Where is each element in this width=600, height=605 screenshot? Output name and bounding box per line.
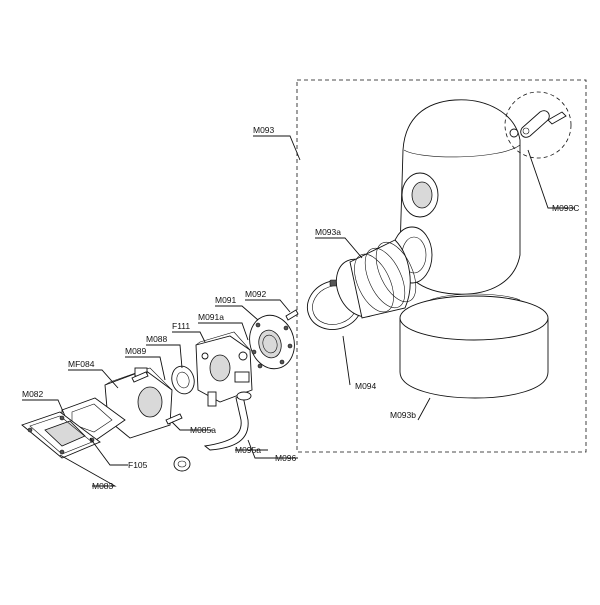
filter-element (399, 293, 549, 399)
label-M083: M083 (92, 481, 114, 491)
bracket-detail (504, 91, 572, 159)
reed-block (21, 411, 101, 459)
airbox-housing (391, 99, 521, 295)
label-M091a: M091a (198, 312, 224, 322)
label-F111: F111 (172, 321, 190, 331)
label-M091: M091 (215, 295, 237, 305)
label-M093C: M093C (552, 203, 579, 213)
label-M089: M089 (125, 346, 147, 356)
label-M093a: M093a (315, 227, 341, 237)
leader-lines (22, 135, 575, 487)
part-labels: M093 M093C M093a M093b M094 M092 M091 M0… (22, 125, 579, 491)
label-M088: M088 (146, 334, 168, 344)
label-M085a: M085a (190, 425, 216, 435)
label-M092: M092 (245, 289, 267, 299)
fuel-hose (203, 391, 252, 451)
screw (285, 309, 299, 321)
carburetor (195, 331, 253, 407)
label-M082: M082 (22, 389, 44, 399)
velocity-stack (249, 314, 295, 370)
label-M093: M093 (253, 125, 275, 135)
label-MF084: MF084 (68, 359, 95, 369)
label-M095a: M095a (235, 445, 261, 455)
label-M093b: M093b (390, 410, 416, 420)
bolts (131, 371, 183, 425)
gasket (171, 365, 195, 395)
label-M096: M096 (275, 453, 297, 463)
label-F105: F105 (128, 460, 148, 470)
label-M094: M094 (355, 381, 377, 391)
rubber-adapter (335, 239, 417, 319)
airbox-assembly-boundary (296, 79, 587, 453)
hose-cap (173, 456, 191, 472)
